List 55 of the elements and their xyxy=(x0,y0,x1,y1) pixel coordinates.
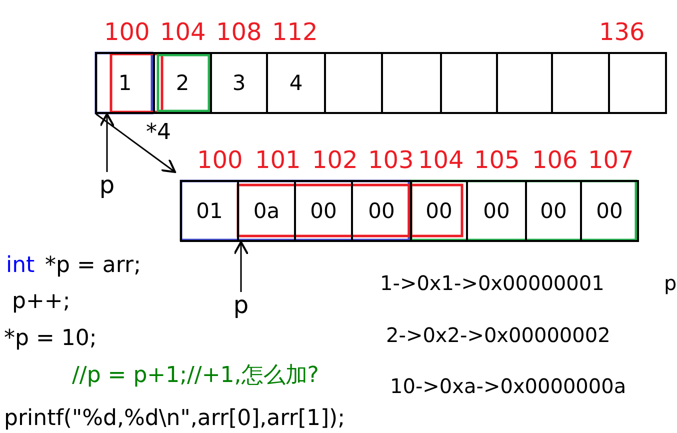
memory-cell xyxy=(351,180,412,242)
conversion-note: 2->0x2->0x00000002 xyxy=(386,325,610,345)
arrow xyxy=(233,241,249,292)
memory-cell xyxy=(551,52,610,114)
code-line: p++; xyxy=(12,291,70,313)
cell-value: 2 xyxy=(176,72,190,94)
cell-value: 01 xyxy=(196,200,223,222)
address-label: 103 xyxy=(368,148,414,172)
address-label: 105 xyxy=(474,148,520,172)
memory-cell xyxy=(266,52,326,114)
memory-cell xyxy=(210,52,268,114)
address-label: 112 xyxy=(272,20,318,44)
pointer-label: p xyxy=(99,173,115,197)
memory-cell xyxy=(496,52,553,114)
memory-cell xyxy=(608,52,667,114)
code-line: printf("%d,%d\n",arr[0],arr[1]); xyxy=(4,408,346,430)
code-line: *p = 10; xyxy=(4,328,97,350)
cell-value: 00 xyxy=(368,200,395,222)
cell-value: 00 xyxy=(483,200,510,222)
address-label: 101 xyxy=(255,148,301,172)
pointer-label: p xyxy=(664,273,677,293)
code-line: *p = arr; xyxy=(45,255,141,277)
conversion-note: 1->0x1->0x00000001 xyxy=(380,273,604,293)
memory-cell xyxy=(580,180,639,242)
address-label: 136 xyxy=(599,20,645,44)
pointer-label: p xyxy=(233,293,249,317)
cell-value: 00 xyxy=(426,200,452,222)
memory-cell xyxy=(440,52,498,114)
conversion-note: 10->0xa->0x0000000a xyxy=(390,376,626,396)
arrow xyxy=(96,113,176,174)
cell-value: 00 xyxy=(596,200,623,222)
cell-value: 00 xyxy=(540,200,567,222)
memory-cell xyxy=(466,180,527,242)
memory-cell xyxy=(237,180,296,242)
address-label: 100 xyxy=(197,148,243,172)
address-label: 100 xyxy=(104,20,150,44)
address-label: 104 xyxy=(160,20,206,44)
memory-cell xyxy=(324,52,383,114)
code-comment: //p = p+1;//+1,怎么加? xyxy=(72,365,319,387)
code-keyword: int xyxy=(6,255,35,277)
cell-value: 1 xyxy=(118,72,132,94)
address-label: 104 xyxy=(418,148,464,172)
address-label: 106 xyxy=(532,148,578,172)
cell-value: 0a xyxy=(253,200,280,222)
cell-value: 3 xyxy=(232,72,246,94)
memory-cell xyxy=(525,180,582,242)
cell-value: 4 xyxy=(289,72,303,94)
address-label: 108 xyxy=(216,20,262,44)
memory-cell xyxy=(180,180,239,242)
arrow xyxy=(99,113,115,172)
memory-cell xyxy=(381,52,442,114)
cell-value: 00 xyxy=(310,200,337,222)
memory-cell xyxy=(294,180,353,242)
address-label: 102 xyxy=(312,148,358,172)
address-label: 107 xyxy=(588,148,634,172)
